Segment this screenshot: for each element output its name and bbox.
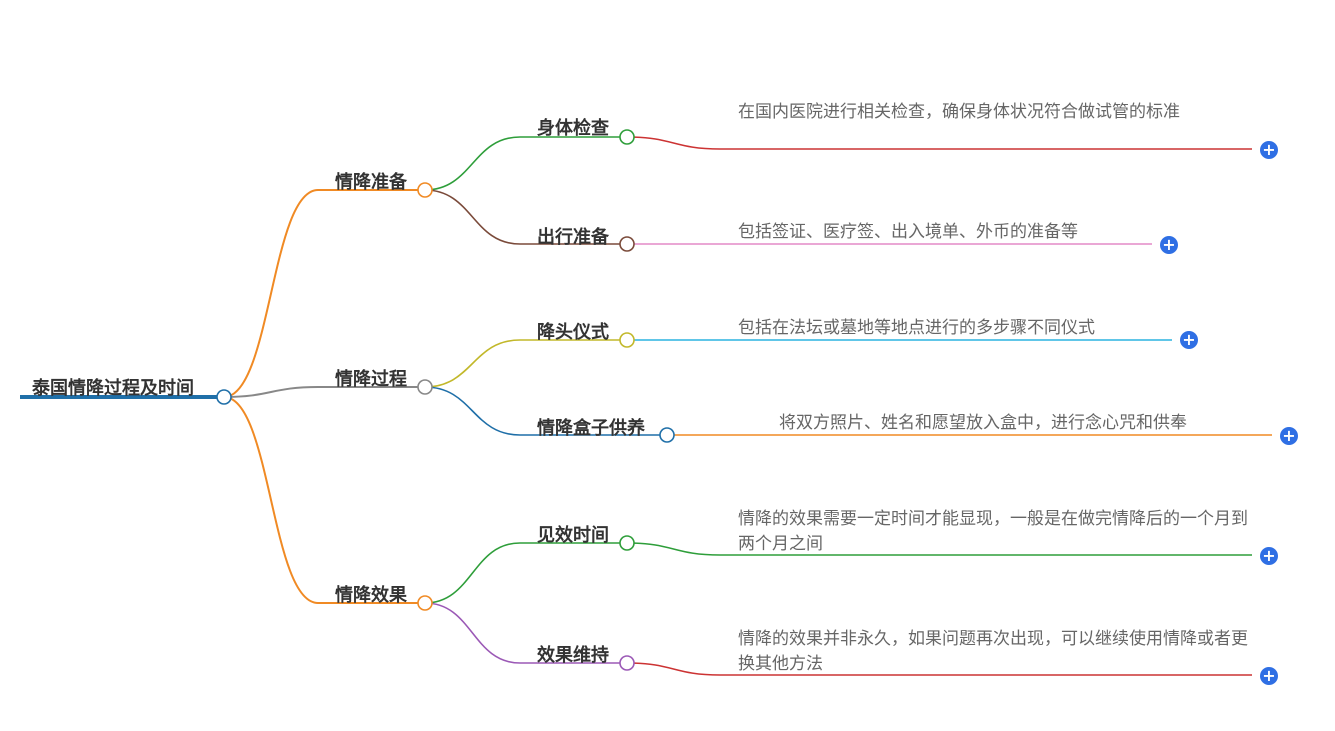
branch-edge — [223, 386, 319, 398]
subtopic-node-circle[interactable] — [619, 129, 635, 145]
branch-edge — [223, 189, 319, 398]
leaf-edge — [626, 542, 1252, 556]
leaf-edge — [626, 136, 1252, 150]
topic-effect[interactable]: 情降效果 — [335, 585, 407, 606]
add-node-icon[interactable]: + — [1260, 141, 1278, 159]
subtopic-ritual[interactable]: 降头仪式 — [537, 322, 609, 343]
subtopic-travel-prep[interactable]: 出行准备 — [537, 227, 609, 248]
subtopic-effect-maintain[interactable]: 效果维持 — [537, 645, 609, 666]
leaf-travel-prep[interactable]: 包括签证、医疗签、出入境单、外币的准备等 — [738, 222, 1078, 242]
leaf-edge — [626, 662, 1252, 676]
subtopic-effect-time[interactable]: 见效时间 — [537, 525, 609, 546]
root-topic[interactable]: 泰国情降过程及时间 — [32, 378, 194, 399]
subtopic-edge — [424, 189, 521, 245]
mindmap-nodes — [216, 129, 675, 671]
subtopic-edge — [424, 386, 521, 436]
subtopic-edge — [424, 542, 521, 604]
add-node-icon[interactable]: + — [1180, 331, 1198, 349]
subtopic-node-circle[interactable] — [659, 427, 675, 443]
subtopic-box-offering[interactable]: 情降盒子供养 — [537, 418, 645, 439]
subtopic-node-circle[interactable] — [619, 535, 635, 551]
leaf-ritual[interactable]: 包括在法坛或墓地等地点进行的多步骤不同仪式 — [738, 318, 1095, 338]
subtopic-edge — [424, 602, 521, 664]
add-node-icon[interactable]: + — [1260, 547, 1278, 565]
subtopic-edge — [424, 339, 521, 388]
mindmap-edges — [20, 136, 1272, 676]
branch-edge — [223, 396, 319, 604]
root-node-circle[interactable] — [216, 389, 232, 405]
subtopic-node-circle[interactable] — [619, 236, 635, 252]
topic-preparation[interactable]: 情降准备 — [335, 172, 407, 193]
leaf-effect-maintain[interactable]: 情降的效果并非永久，如果问题再次出现，可以继续使用情降或者更换其他方法 — [738, 629, 1248, 674]
branch-node-circle[interactable] — [417, 182, 433, 198]
leaf-box-offering[interactable]: 将双方照片、姓名和愿望放入盒中，进行念心咒和供奉 — [779, 413, 1187, 433]
add-node-icon[interactable]: + — [1160, 236, 1178, 254]
add-node-icon[interactable]: + — [1280, 427, 1298, 445]
leaf-health-check[interactable]: 在国内医院进行相关检查，确保身体状况符合做试管的标准 — [738, 102, 1180, 122]
subtopic-node-circle[interactable] — [619, 332, 635, 348]
subtopic-health-check[interactable]: 身体检查 — [537, 118, 609, 139]
leaf-effect-time[interactable]: 情降的效果需要一定时间才能显现，一般是在做完情降后的一个月到两个月之间 — [738, 509, 1248, 554]
topic-process[interactable]: 情降过程 — [335, 369, 407, 390]
subtopic-node-circle[interactable] — [619, 655, 635, 671]
subtopic-edge — [424, 136, 521, 191]
add-node-icon[interactable]: + — [1260, 667, 1278, 685]
branch-node-circle[interactable] — [417, 595, 433, 611]
branch-node-circle[interactable] — [417, 379, 433, 395]
